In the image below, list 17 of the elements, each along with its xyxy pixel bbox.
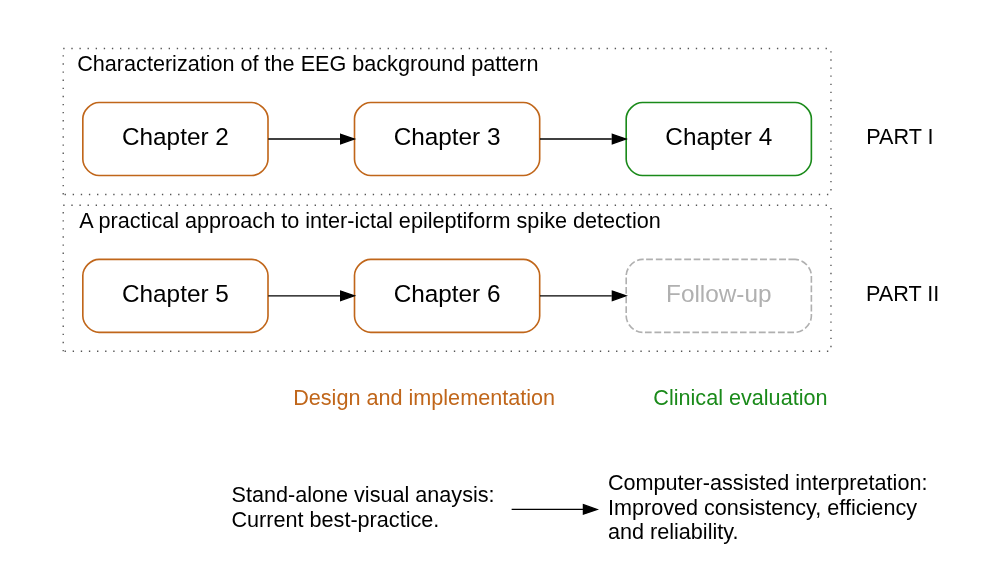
node-label: PART I (866, 124, 934, 150)
node-text: Stand-alone visual anaysis: Current best-practice. (231, 482, 495, 532)
node-box: Chapter 6 (353, 258, 541, 334)
arrow (510, 503, 599, 516)
node-box: Follow-up (625, 258, 813, 334)
arrow (267, 290, 357, 302)
label: Design and implementation (293, 385, 556, 411)
label: Clinical evaluation (653, 385, 828, 411)
arrow (539, 290, 628, 302)
node-box: Chapter 5 (82, 258, 269, 334)
node-label: PART II (865, 280, 940, 306)
node-box: Chapter 3 (353, 101, 541, 177)
node-box: Chapter 2 (82, 101, 269, 177)
node-box: Chapter 4 (625, 101, 813, 177)
node-text: Computer-assisted interpretation: Improved consistency, efficiency and reliability. (607, 470, 928, 544)
arrow (539, 133, 628, 145)
arrow (267, 133, 357, 145)
